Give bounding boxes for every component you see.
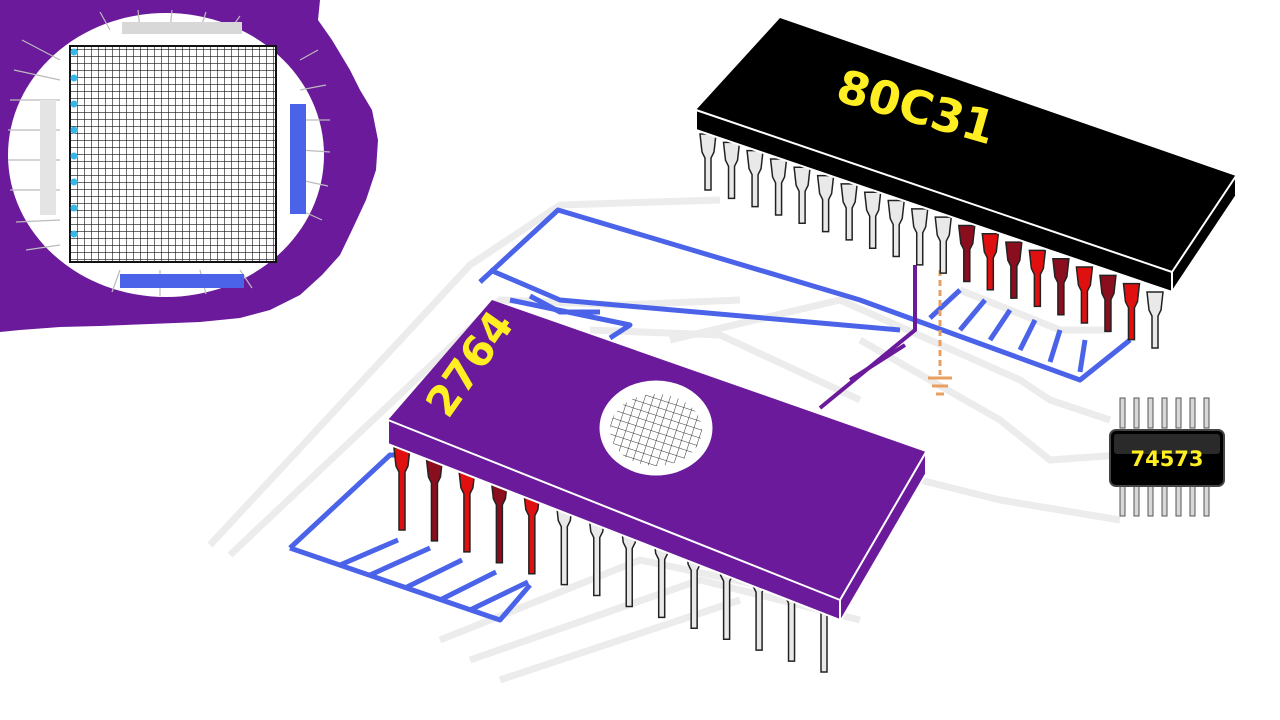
cpu-pin <box>793 166 811 225</box>
cpu-pin <box>769 158 788 216</box>
bottom-pad-bar-blue <box>120 274 244 288</box>
latch-pins <box>1119 397 1210 517</box>
cpu-pin <box>1005 241 1023 299</box>
cpu-pin <box>1122 282 1141 341</box>
cpu-pin <box>887 199 906 258</box>
cpu-80c31: 80C31 <box>695 18 1237 349</box>
cpu-body-top <box>696 18 1236 272</box>
cpu-pin <box>981 233 1000 291</box>
cpu-pin <box>1146 291 1164 349</box>
left-pad-bar <box>40 100 56 215</box>
cpu-pin <box>840 183 858 241</box>
eprom-pin <box>458 469 476 553</box>
die-inset <box>0 0 378 332</box>
cpu-pin <box>746 149 764 208</box>
row-decoder-dots <box>70 48 78 238</box>
address-bus <box>288 207 1132 623</box>
signal-traces <box>818 265 917 410</box>
cpu-pin <box>1099 274 1117 333</box>
eprom-pin <box>490 480 509 564</box>
latch-label: 74573 <box>1130 447 1203 471</box>
cpu-pin <box>816 174 835 233</box>
cpu-pin <box>1052 257 1070 316</box>
cpu-pin <box>1075 266 1094 324</box>
cpu-pin <box>863 191 882 249</box>
eprom-2764: 2764 <box>387 300 927 673</box>
memory-cell-array <box>69 45 277 263</box>
cpu-pin <box>910 208 929 266</box>
latch-74573: 74573 <box>1109 397 1225 517</box>
eprom-pin <box>393 447 411 531</box>
cpu-pin <box>957 224 976 283</box>
ground-symbol <box>928 270 952 396</box>
right-pad-bar-blue <box>290 104 306 214</box>
cpu-body-side <box>1171 172 1237 296</box>
cpu-pin <box>699 133 717 191</box>
eprom-body-side <box>839 448 927 626</box>
top-pad-bar <box>122 22 242 34</box>
eprom-die-grid <box>610 394 702 466</box>
cpu-pin <box>1028 249 1047 308</box>
eprom-pin <box>425 458 444 542</box>
cpu-pin <box>722 141 741 200</box>
cpu-pins <box>699 133 1164 349</box>
cpu-pin <box>934 216 953 274</box>
eprom-pin <box>523 490 541 575</box>
latch-highlight <box>1114 434 1220 454</box>
